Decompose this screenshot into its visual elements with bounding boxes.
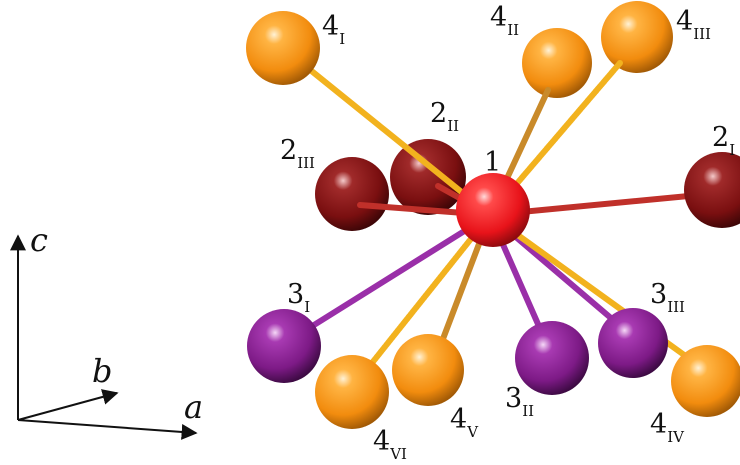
atom-3-III xyxy=(598,308,668,378)
atom-4-V xyxy=(392,334,464,406)
b-axis-arrow xyxy=(17,389,119,421)
label-2-II: 2II xyxy=(430,98,459,135)
atom-4-I xyxy=(246,11,320,85)
front-atoms xyxy=(246,11,740,429)
label-4-V: 4V xyxy=(450,404,479,441)
atom-2-II xyxy=(390,139,466,215)
label-3-I: 3I xyxy=(287,279,310,316)
label-3-II: 3II xyxy=(505,383,534,420)
axes-group: c b a xyxy=(10,221,203,440)
c-axis-label: c xyxy=(30,221,48,259)
label-4-II: 4II xyxy=(490,2,519,39)
a-axis-arrow xyxy=(17,419,198,440)
atom-4-II xyxy=(522,28,592,98)
label-2-III: 2III xyxy=(280,135,315,172)
label-4-I: 4I xyxy=(322,11,345,48)
atom-4-III xyxy=(601,1,673,73)
label-3-III: 3III xyxy=(650,279,685,316)
atom-2-I xyxy=(684,152,740,228)
bond-1-3I xyxy=(287,212,493,343)
atom-3-I xyxy=(247,309,321,383)
atom-2-III xyxy=(315,157,389,231)
label-4-VI: 4VI xyxy=(373,426,407,463)
back-atoms xyxy=(315,1,673,231)
atom-4-IV xyxy=(671,345,740,417)
atom-3-II xyxy=(515,321,589,395)
atom-1-center xyxy=(456,173,530,247)
bond-1-4IV xyxy=(487,212,708,373)
atom-labels: 1 4I 4II 4III 2II 2III 2I 3I 3III 3II 4V… xyxy=(280,2,735,463)
label-4-III: 4III xyxy=(676,6,711,43)
label-4-IV: 4IV xyxy=(650,409,685,446)
label-2-I: 2I xyxy=(712,122,735,159)
bond-1-4I xyxy=(285,49,493,218)
a-axis-label: a xyxy=(184,388,203,426)
bond-1-4VI xyxy=(357,212,493,381)
label-1: 1 xyxy=(484,147,501,178)
atom-4-VI xyxy=(315,355,389,429)
b-axis-label: b xyxy=(92,352,112,390)
